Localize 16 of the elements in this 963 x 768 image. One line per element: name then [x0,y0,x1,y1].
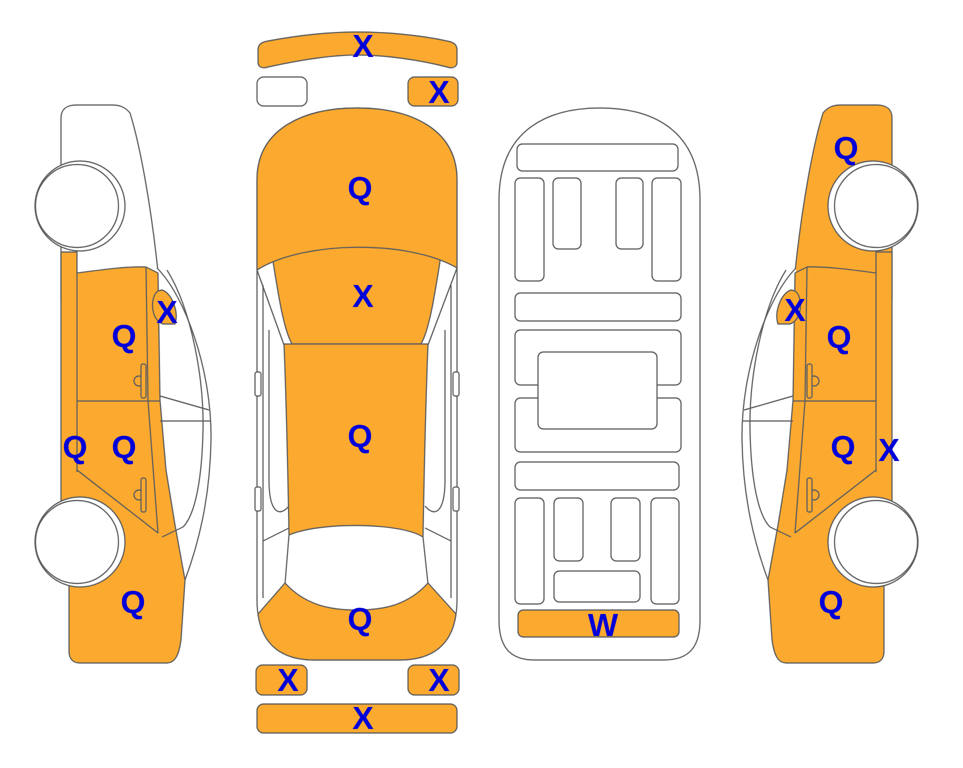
code-letter: Q [348,608,372,636]
code-letter: Q [348,424,372,454]
code-letter: X [352,707,374,730]
code-letter: X [428,81,450,103]
code-letter: X [278,669,298,692]
code-letter: Q [834,136,858,166]
code-letter: Q [348,176,372,206]
code-letter: Q [112,436,136,464]
code-letter: X [352,35,374,57]
code-letter: Q [122,590,144,620]
code-letter: Q [832,436,854,464]
code-letter: Q [820,590,842,620]
code-letter: Q [112,324,136,354]
code-letter: X [352,285,374,308]
code-letter: X [428,669,450,692]
code-letter: Q [828,326,850,354]
